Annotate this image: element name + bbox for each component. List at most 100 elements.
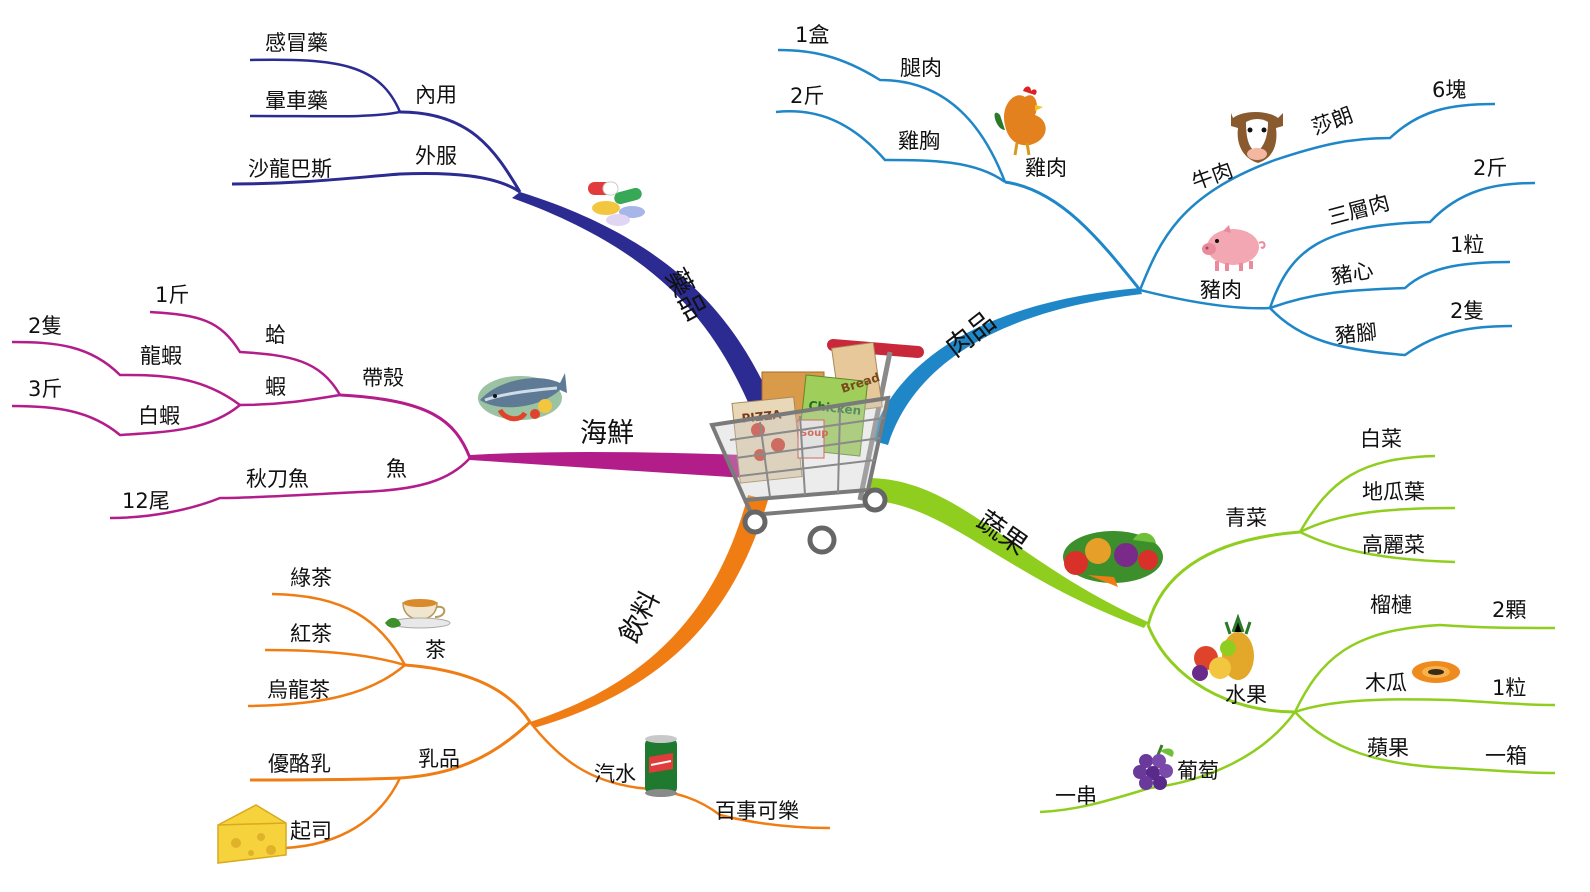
pills-icon — [588, 181, 645, 226]
vegetables-line-fruit — [1146, 624, 1296, 714]
vegetables-trunk — [868, 478, 1148, 628]
teacup-icon — [385, 599, 451, 629]
meat-leg-qty: 1盒 — [795, 23, 829, 47]
meat-line-chicken — [1004, 180, 1142, 291]
vegetables-apple-label: 蘋果 — [1367, 736, 1409, 760]
vegetables-apple-qty: 一箱 — [1485, 744, 1527, 768]
seafood-clam-qty: 1斤 — [155, 283, 189, 307]
vegetables-durian-label: 榴槤 — [1370, 593, 1412, 617]
meat-line-beef — [1138, 102, 1496, 291]
meat-belly-label: 三層肉 — [1325, 190, 1392, 229]
medicine-line-motion — [249, 110, 401, 118]
cow-icon — [1231, 112, 1283, 163]
medicine-main-line — [430, 115, 765, 418]
drinks-line-oolong — [247, 664, 406, 708]
meat-sirloin-label: 莎朗 — [1309, 103, 1357, 140]
cheese-icon — [217, 804, 287, 864]
vegetables-line-papaya — [1294, 698, 1556, 714]
seafood-line-lobster — [11, 340, 241, 407]
seafood-line-clam — [149, 310, 342, 396]
medicine-cold-label: 感冒藥 — [265, 31, 328, 55]
meat-pork-label: 豬肉 — [1200, 278, 1242, 302]
rooster-icon — [994, 86, 1046, 156]
meat-chicken-label: 雞肉 — [1025, 156, 1067, 180]
vegetables-greens-label: 青菜 — [1225, 506, 1267, 530]
medicine-salonpas-label: 沙龍巴斯 — [248, 157, 332, 181]
drinks-soda-label: 汽水 — [594, 762, 636, 786]
seafood-trunk — [470, 451, 745, 478]
seafood-fish-label: 魚 — [386, 457, 407, 481]
seafood-shellfish-label: 帶殼 — [362, 366, 404, 390]
meat-line-heart — [1269, 260, 1511, 310]
meat-line-leg — [777, 48, 1007, 183]
grape-icon — [1133, 744, 1174, 790]
seafood-line-shellfish — [339, 393, 472, 459]
papaya-icon — [1412, 661, 1460, 683]
meat-heart-qty: 1粒 — [1450, 233, 1484, 257]
drinks-blacktea-label: 紅茶 — [290, 622, 332, 646]
drinks-line-cheese — [284, 777, 402, 850]
seafood-white-shrimp-qty: 3斤 — [28, 377, 62, 401]
medicine-internal-label: 內用 — [415, 83, 457, 107]
vegetables-line-cabbage — [1299, 530, 1456, 564]
vegetables-line-apple — [1294, 711, 1556, 775]
drinks-cheese-label: 起司 — [290, 819, 332, 843]
vegetables-cabbage-label: 高麗菜 — [1362, 533, 1425, 557]
branch-meat: 肉品 雞肉 腿肉 1盒 雞胸 2斤 牛肉 莎朗 6塊 豬肉 三層肉 2斤 豬心 … — [775, 23, 1536, 445]
seafood-lobster-qty: 2隻 — [28, 314, 62, 338]
vegetables-line-yamleaf — [1299, 506, 1456, 534]
meat-belly-qty: 2斤 — [1473, 156, 1507, 180]
fruit-icon — [1192, 613, 1254, 681]
meat-line-belly — [1268, 181, 1536, 309]
soda-can-icon — [645, 735, 677, 797]
meat-line-pork — [1139, 288, 1271, 310]
branch-vegetables: 蔬果 青菜 白菜 地瓜葉 高麗菜 水果 榴槤 2顆 木瓜 1粒 蘋果 一箱 葡萄… — [868, 427, 1556, 814]
meat-breast-qty: 2斤 — [790, 84, 824, 108]
meat-trotter-qty: 2隻 — [1450, 299, 1484, 323]
meat-beef-label: 牛肉 — [1189, 158, 1237, 195]
drinks-label: 飲料 — [614, 586, 667, 648]
drinks-line-blacktea — [264, 648, 406, 667]
drinks-tea-label: 茶 — [425, 638, 446, 662]
seafood-white-shrimp-label: 白蝦 — [138, 404, 180, 428]
shopping-cart-icon: PIZZA Chicken Bread Soup — [709, 339, 924, 555]
medicine-line-external — [231, 171, 521, 194]
vegetables-line-bokchoy — [1298, 454, 1436, 533]
medicine-line-internal — [399, 110, 522, 193]
seafood-label: 海鮮 — [580, 418, 634, 449]
meat-line-breast — [775, 110, 1006, 184]
medicine-external-label: 外服 — [415, 144, 457, 168]
meat-line-trotter — [1269, 307, 1513, 357]
medicine-line-cold — [249, 58, 402, 113]
vegetables-grape-label: 葡萄 — [1177, 759, 1219, 783]
cart-soup-label: Soup — [800, 428, 828, 439]
pig-icon — [1202, 225, 1266, 271]
vegetables-papaya-qty: 1粒 — [1492, 676, 1526, 700]
meat-trunk — [870, 288, 1142, 445]
drinks-yogurt-label: 優酪乳 — [268, 752, 331, 776]
vegetables-yamleaf-label: 地瓜葉 — [1362, 480, 1425, 504]
drinks-line-greentea — [271, 592, 407, 666]
seafood-line-white-shrimp — [11, 404, 241, 437]
branch-medicine: 藥品 內用 感冒藥 暈車藥 外服 沙龍巴斯 — [231, 31, 780, 430]
meat-sirloin-qty: 6塊 — [1432, 78, 1466, 102]
seafood-clam-label: 蛤 — [265, 323, 286, 347]
vegetables-icon — [1063, 531, 1163, 587]
meat-leg-label: 腿肉 — [900, 56, 942, 80]
drinks-line-soda — [529, 721, 831, 830]
seafood-saury-qty: 12尾 — [122, 489, 170, 513]
seafood-line-shrimp — [239, 393, 341, 407]
seafood-saury-label: 秋刀魚 — [246, 467, 309, 491]
meat-trotter-label: 豬腳 — [1334, 320, 1378, 348]
vegetables-fruit-label: 水果 — [1225, 683, 1267, 707]
vegetables-bokchoy-label: 白菜 — [1360, 427, 1402, 451]
vegetables-papaya-label: 木瓜 — [1365, 671, 1407, 695]
vegetables-line-durian — [1293, 623, 1556, 713]
branch-seafood: 海鮮 帶殼 蛤 1斤 蝦 龍蝦 2隻 白蝦 3斤 魚 秋刀魚 12尾 — [11, 283, 745, 520]
meat-heart-label: 豬心 — [1330, 258, 1376, 289]
vegetables-grape-qty: 一串 — [1055, 784, 1097, 808]
seafood-line-fish — [109, 457, 471, 520]
seafood-lobster-label: 龍蝦 — [140, 344, 182, 368]
